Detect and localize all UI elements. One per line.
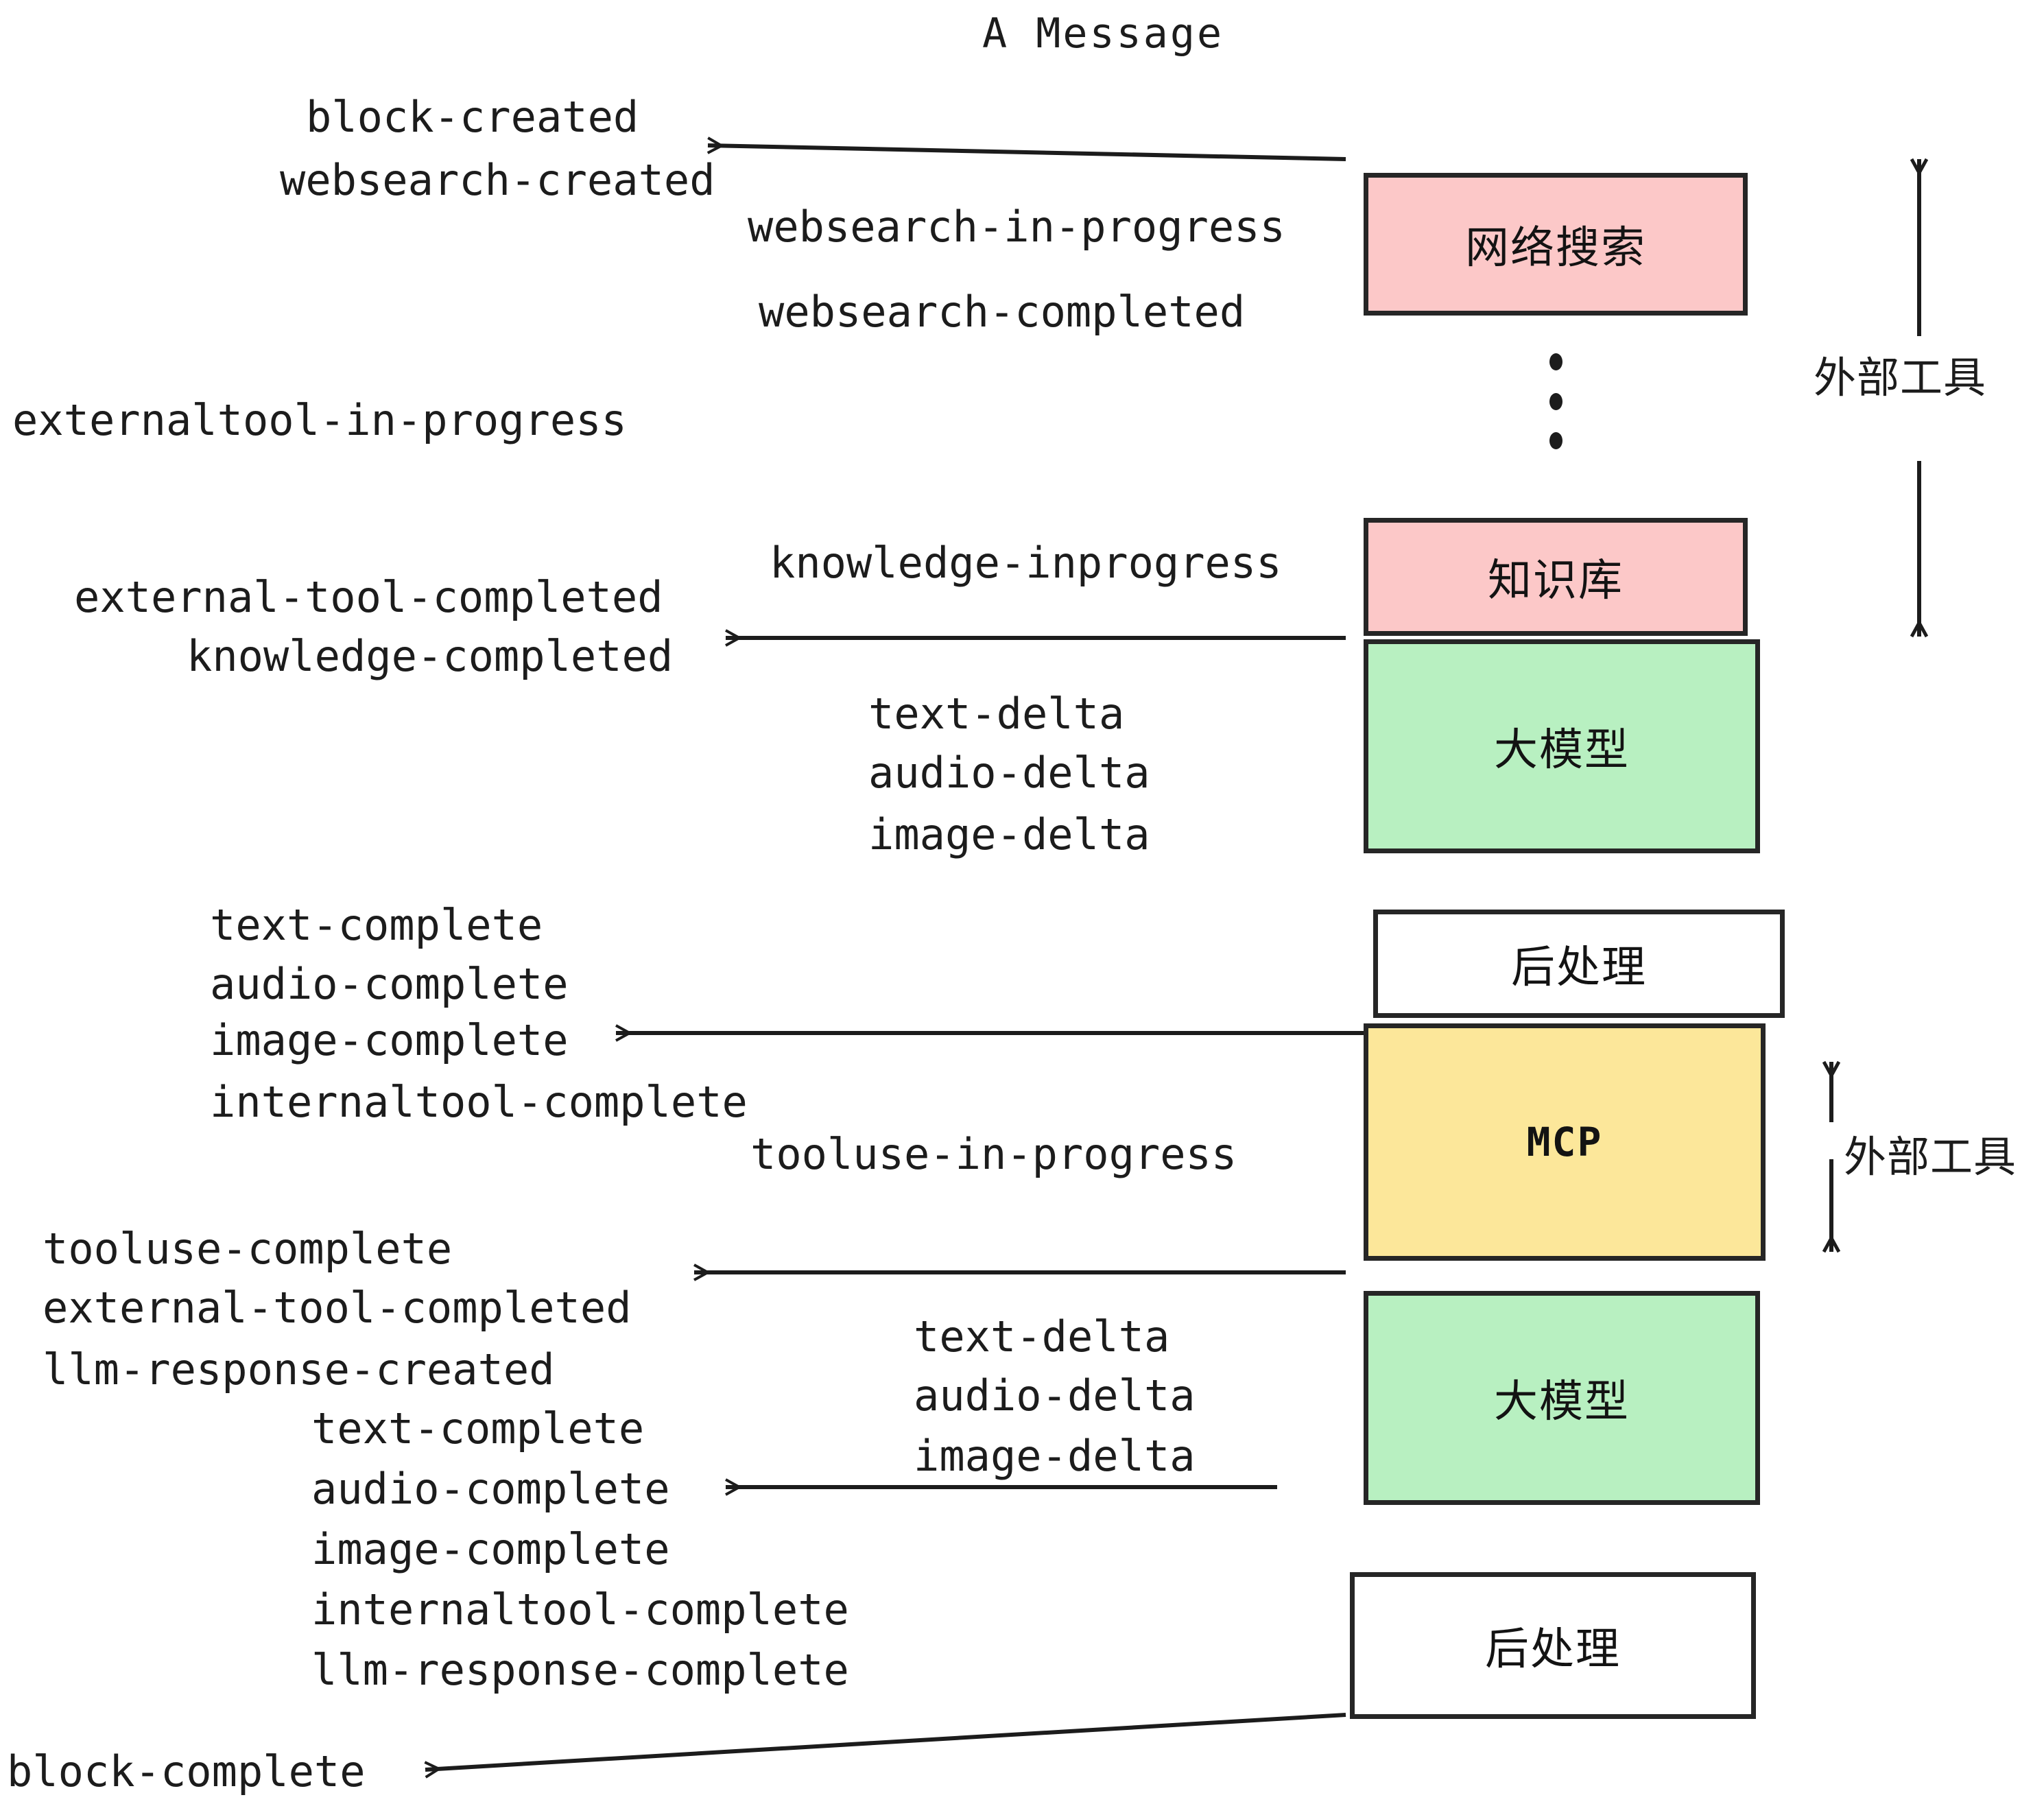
event-websearch-completed: websearch-completed bbox=[759, 287, 1246, 337]
arrow-postprocess-to-block-complete bbox=[425, 1713, 1346, 1770]
page-title: A Message bbox=[982, 10, 1224, 58]
event-internaltool-complete-2: internaltool-complete bbox=[311, 1585, 849, 1635]
annotation-external-tools-bottom-label: 外部工具 bbox=[1844, 1132, 2017, 1182]
event-block-created: block-created bbox=[306, 92, 639, 142]
node-postprocess-bottom-label: 后处理 bbox=[1485, 1624, 1621, 1675]
event-image-delta-2: image-delta bbox=[914, 1431, 1196, 1481]
annotation-external-tools-bottom: 外部工具 bbox=[1844, 1122, 2017, 1184]
node-websearch[interactable]: 网络搜索 bbox=[1364, 173, 1748, 316]
event-image-complete-1: image-complete bbox=[210, 1015, 569, 1065]
node-postprocess-top[interactable]: 后处理 bbox=[1373, 910, 1785, 1018]
event-external-tool-completed-1: external-tool-completed bbox=[74, 572, 663, 622]
event-knowledge-inprogress: knowledge-inprogress bbox=[770, 538, 1282, 588]
event-text-delta-2: text-delta bbox=[914, 1312, 1170, 1362]
node-llm-top[interactable]: 大模型 bbox=[1364, 639, 1760, 853]
event-audio-complete-2: audio-complete bbox=[311, 1464, 670, 1514]
event-tooluse-in-progress: tooluse-in-progress bbox=[750, 1129, 1237, 1179]
node-mcp[interactable]: MCP bbox=[1364, 1023, 1766, 1261]
node-knowledge-label: 知识库 bbox=[1488, 556, 1624, 606]
event-llm-response-complete: llm-response-complete bbox=[311, 1645, 849, 1695]
node-mcp-label: MCP bbox=[1526, 1119, 1603, 1165]
node-postprocess-top-label: 后处理 bbox=[1511, 942, 1647, 993]
event-llm-response-created: llm-response-created bbox=[43, 1344, 555, 1394]
arrow-websearch-to-block-created bbox=[708, 145, 1346, 161]
annotation-external-tools-top-label: 外部工具 bbox=[1814, 353, 1987, 403]
node-llm-bottom-label: 大模型 bbox=[1494, 1377, 1630, 1427]
event-externaltool-in-progress: externaltool-in-progress bbox=[12, 395, 627, 445]
node-postprocess-bottom[interactable]: 后处理 bbox=[1350, 1572, 1756, 1719]
event-text-complete-2: text-complete bbox=[311, 1403, 645, 1453]
annotation-external-tools-top: 外部工具 bbox=[1814, 343, 1986, 405]
event-image-delta-1: image-delta bbox=[868, 809, 1150, 859]
event-audio-delta-2: audio-delta bbox=[914, 1370, 1196, 1421]
node-llm-top-label: 大模型 bbox=[1494, 725, 1630, 776]
event-image-complete-2: image-complete bbox=[311, 1524, 670, 1574]
node-llm-bottom[interactable]: 大模型 bbox=[1364, 1291, 1760, 1505]
event-external-tool-completed-2: external-tool-completed bbox=[43, 1283, 632, 1333]
event-audio-complete-1: audio-complete bbox=[210, 959, 569, 1009]
event-knowledge-completed: knowledge-completed bbox=[187, 631, 674, 681]
node-websearch-label: 网络搜索 bbox=[1465, 223, 1646, 274]
event-block-complete: block-complete bbox=[7, 1746, 366, 1796]
event-text-delta-1: text-delta bbox=[868, 689, 1125, 739]
event-websearch-created: websearch-created bbox=[280, 155, 715, 205]
node-knowledge[interactable]: 知识库 bbox=[1364, 518, 1748, 636]
event-tooluse-complete: tooluse-complete bbox=[43, 1224, 453, 1274]
event-internaltool-complete-1: internaltool-complete bbox=[210, 1077, 748, 1127]
event-websearch-in-progress: websearch-in-progress bbox=[748, 202, 1285, 252]
vertical-ellipsis-icon bbox=[1549, 353, 1562, 449]
event-text-complete-1: text-complete bbox=[210, 900, 543, 950]
event-audio-delta-1: audio-delta bbox=[868, 748, 1150, 798]
